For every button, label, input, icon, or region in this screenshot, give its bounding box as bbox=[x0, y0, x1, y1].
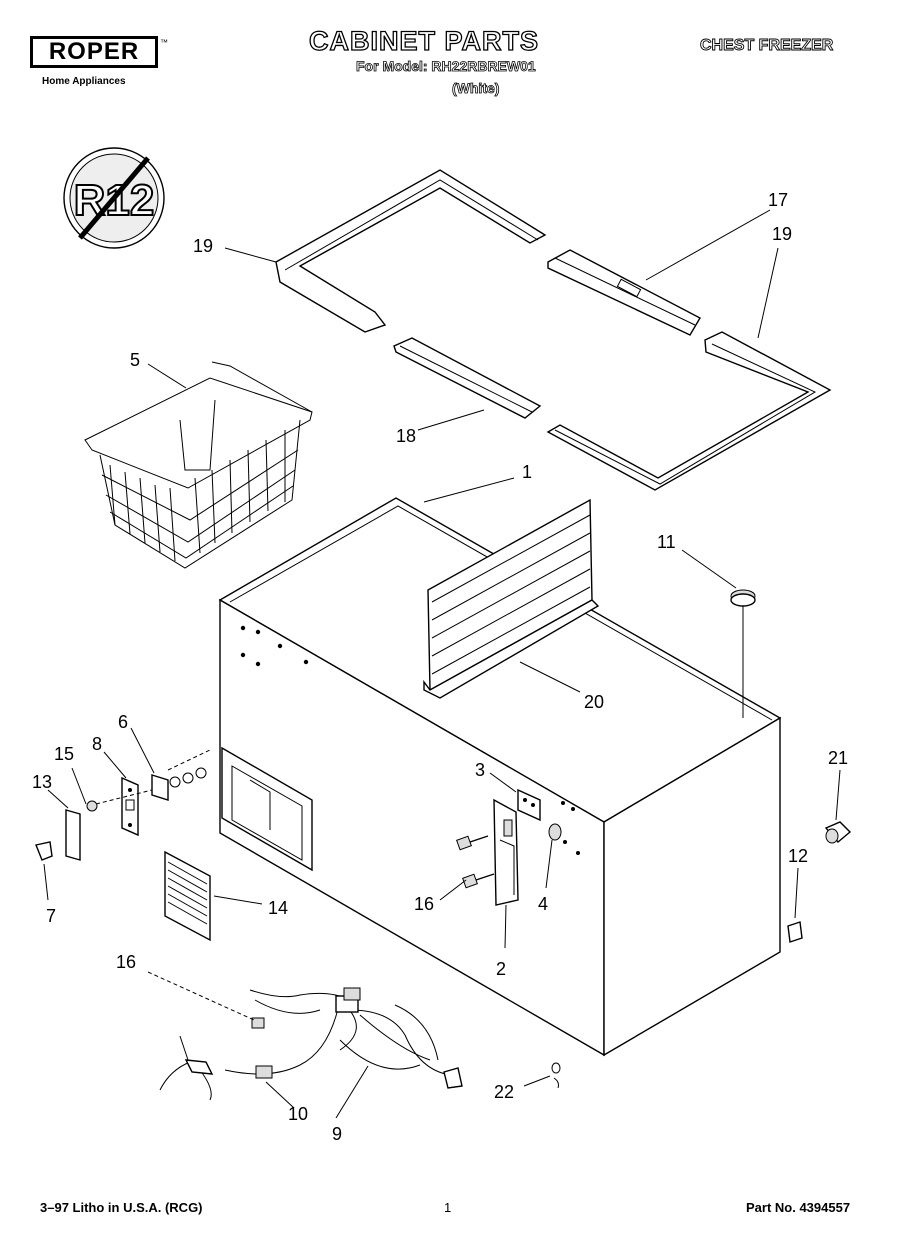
drain-plug bbox=[730, 589, 756, 718]
breaker-strip-frame bbox=[275, 169, 832, 491]
callout-12: 12 bbox=[788, 846, 808, 866]
callout-22: 22 bbox=[494, 1082, 514, 1102]
page-title-wrap: CABINET PARTS bbox=[0, 25, 897, 57]
callout-15: 15 bbox=[54, 744, 74, 764]
callout-2: 2 bbox=[496, 959, 506, 979]
brand-logo: ROPER bbox=[30, 36, 158, 68]
callout-19-left: 19 bbox=[193, 236, 213, 256]
control-parts bbox=[35, 749, 211, 942]
callout-21: 21 bbox=[828, 748, 848, 768]
callout-17: 17 bbox=[768, 190, 788, 210]
callout-18: 18 bbox=[396, 426, 416, 446]
model-line: For Model: RH22RBREW01 bbox=[356, 58, 536, 75]
callout-14: 14 bbox=[268, 898, 288, 918]
product-category: CHEST FREEZER bbox=[700, 37, 834, 55]
page-title: CABINET PARTS bbox=[308, 25, 539, 56]
callout-3: 3 bbox=[475, 760, 485, 780]
callout-16-harness: 16 bbox=[116, 952, 136, 972]
callout-10: 10 bbox=[288, 1104, 308, 1124]
callout-labels: 1 2 3 4 5 6 7 8 9 10 11 12 13 14 15 16 1… bbox=[32, 190, 848, 1144]
brand-subtitle: Home Appliances bbox=[42, 76, 126, 87]
leader-lines bbox=[43, 209, 841, 1119]
brand-trademark: ™ bbox=[160, 38, 168, 47]
color-variant: (White) bbox=[452, 80, 500, 97]
callout-4: 4 bbox=[538, 894, 548, 914]
callout-6: 6 bbox=[118, 712, 128, 732]
side-parts bbox=[551, 821, 852, 1089]
callout-7: 7 bbox=[46, 906, 56, 926]
callout-9: 9 bbox=[332, 1124, 342, 1144]
callout-20: 20 bbox=[584, 692, 604, 712]
brand-name: ROPER bbox=[48, 38, 140, 65]
basket-divider bbox=[423, 498, 600, 699]
litho-note: 3–97 Litho in U.S.A. (RCG) bbox=[40, 1200, 203, 1215]
hinge-assembly bbox=[456, 788, 562, 906]
page-number: 1 bbox=[444, 1200, 452, 1215]
callout-11: 11 bbox=[657, 532, 676, 552]
part-number: Part No. 4394557 bbox=[746, 1200, 851, 1215]
callout-19-right: 19 bbox=[772, 224, 792, 244]
callout-13: 13 bbox=[32, 772, 52, 792]
wire-basket bbox=[84, 361, 313, 569]
callout-8: 8 bbox=[92, 734, 102, 754]
callout-1: 1 bbox=[522, 462, 532, 482]
no-r12-badge: R12 bbox=[63, 147, 165, 249]
callout-5: 5 bbox=[130, 350, 140, 370]
callout-16-hinge: 16 bbox=[414, 894, 434, 914]
wiring-harness bbox=[159, 987, 463, 1101]
